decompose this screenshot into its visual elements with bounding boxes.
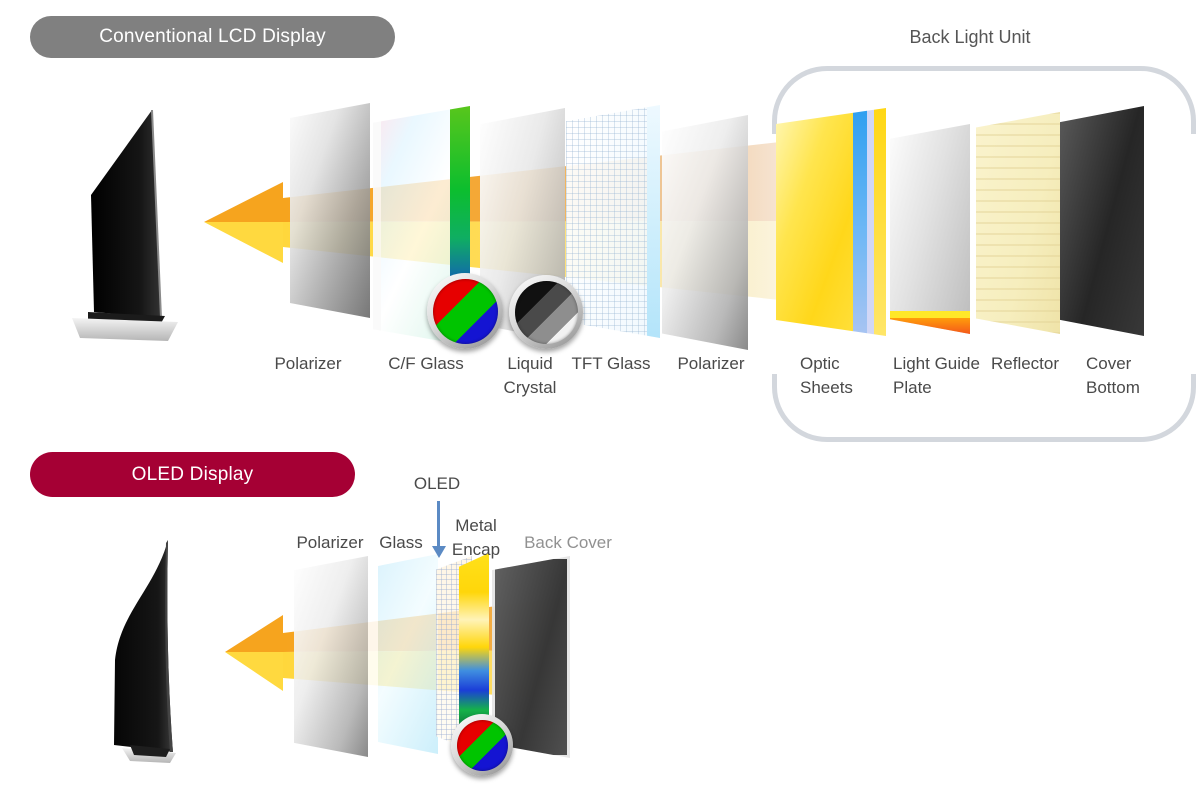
optic-sheet-blue	[853, 108, 868, 336]
rgbw-stripes	[456, 719, 508, 771]
oled-tv-illustration	[114, 540, 176, 763]
oled-badge-label: OLED Display	[131, 463, 254, 485]
rgb-stripes	[432, 278, 498, 344]
label-lcd-polarizer-front: Polarizer	[274, 354, 342, 373]
label-lcd-cf-glass: C/F Glass	[388, 354, 464, 373]
optic-sheet-lavender	[867, 108, 874, 336]
label-lcd-cover-bottom: Cover Bottom	[1086, 354, 1140, 397]
oled-pointer-arrow-line	[437, 501, 440, 547]
optic-sheet-yellow	[776, 108, 853, 336]
label-lcd-reflector: Reflector	[990, 354, 1060, 373]
tft-glass-blue-edge	[646, 105, 660, 338]
oled-pixel-rgb-detail-circle	[451, 714, 513, 776]
lcd-tv-illustration	[72, 109, 178, 341]
label-lcd-liquid-crystal: Liquid Crystal	[503, 354, 557, 397]
oled-layer-glass	[368, 554, 438, 754]
backlight-unit-title: Back Light Unit	[909, 27, 1031, 47]
lcd-layer-light-guide-plate	[890, 124, 970, 334]
color-filter-rgb-detail-circle	[427, 273, 503, 349]
glass-white-sheet	[368, 554, 378, 754]
oled-pointer-label: OLED	[413, 474, 461, 493]
optic-sheet-yellow-2	[873, 108, 886, 336]
lcd-layer-polarizer-rear	[662, 115, 748, 350]
lcd-badge-label: Conventional LCD Display	[99, 26, 326, 47]
oled-section-badge: OLED Display	[30, 452, 355, 497]
label-oled-metal-encap: Metal Encap	[451, 516, 501, 559]
label-lcd-optic-sheets: Optic Sheets	[800, 354, 853, 397]
lgp-led-orange-stripe	[890, 318, 970, 334]
label-oled-glass: Glass	[379, 533, 423, 552]
grayscale-stripes	[514, 280, 578, 344]
lcd-layer-optic-sheets	[776, 108, 886, 336]
lcd-layer-cover-bottom	[1060, 106, 1144, 336]
label-oled-polarizer: Polarizer	[296, 533, 364, 552]
label-oled-back-cover: Back Cover	[524, 533, 612, 552]
lcd-layer-reflector	[976, 112, 1060, 334]
cf-glass-back-sheet	[373, 106, 381, 346]
label-lcd-tft-glass: TFT Glass	[571, 354, 651, 373]
label-lcd-light-guide-plate: Light Guide Plate	[893, 354, 980, 397]
oled-pointer-arrow-head-icon	[431, 546, 446, 558]
lcd-layer-polarizer-front	[290, 103, 370, 318]
label-lcd-polarizer-rear: Polarizer	[677, 354, 745, 373]
oled-layer-polarizer	[294, 556, 368, 757]
lcd-section-badge: Conventional LCD Display	[30, 16, 395, 58]
liquid-crystal-grayscale-detail-circle	[509, 275, 583, 349]
glass-body	[377, 554, 438, 754]
lgp-led-yellow-stripe	[890, 311, 970, 318]
back-cover-inner	[495, 559, 567, 755]
